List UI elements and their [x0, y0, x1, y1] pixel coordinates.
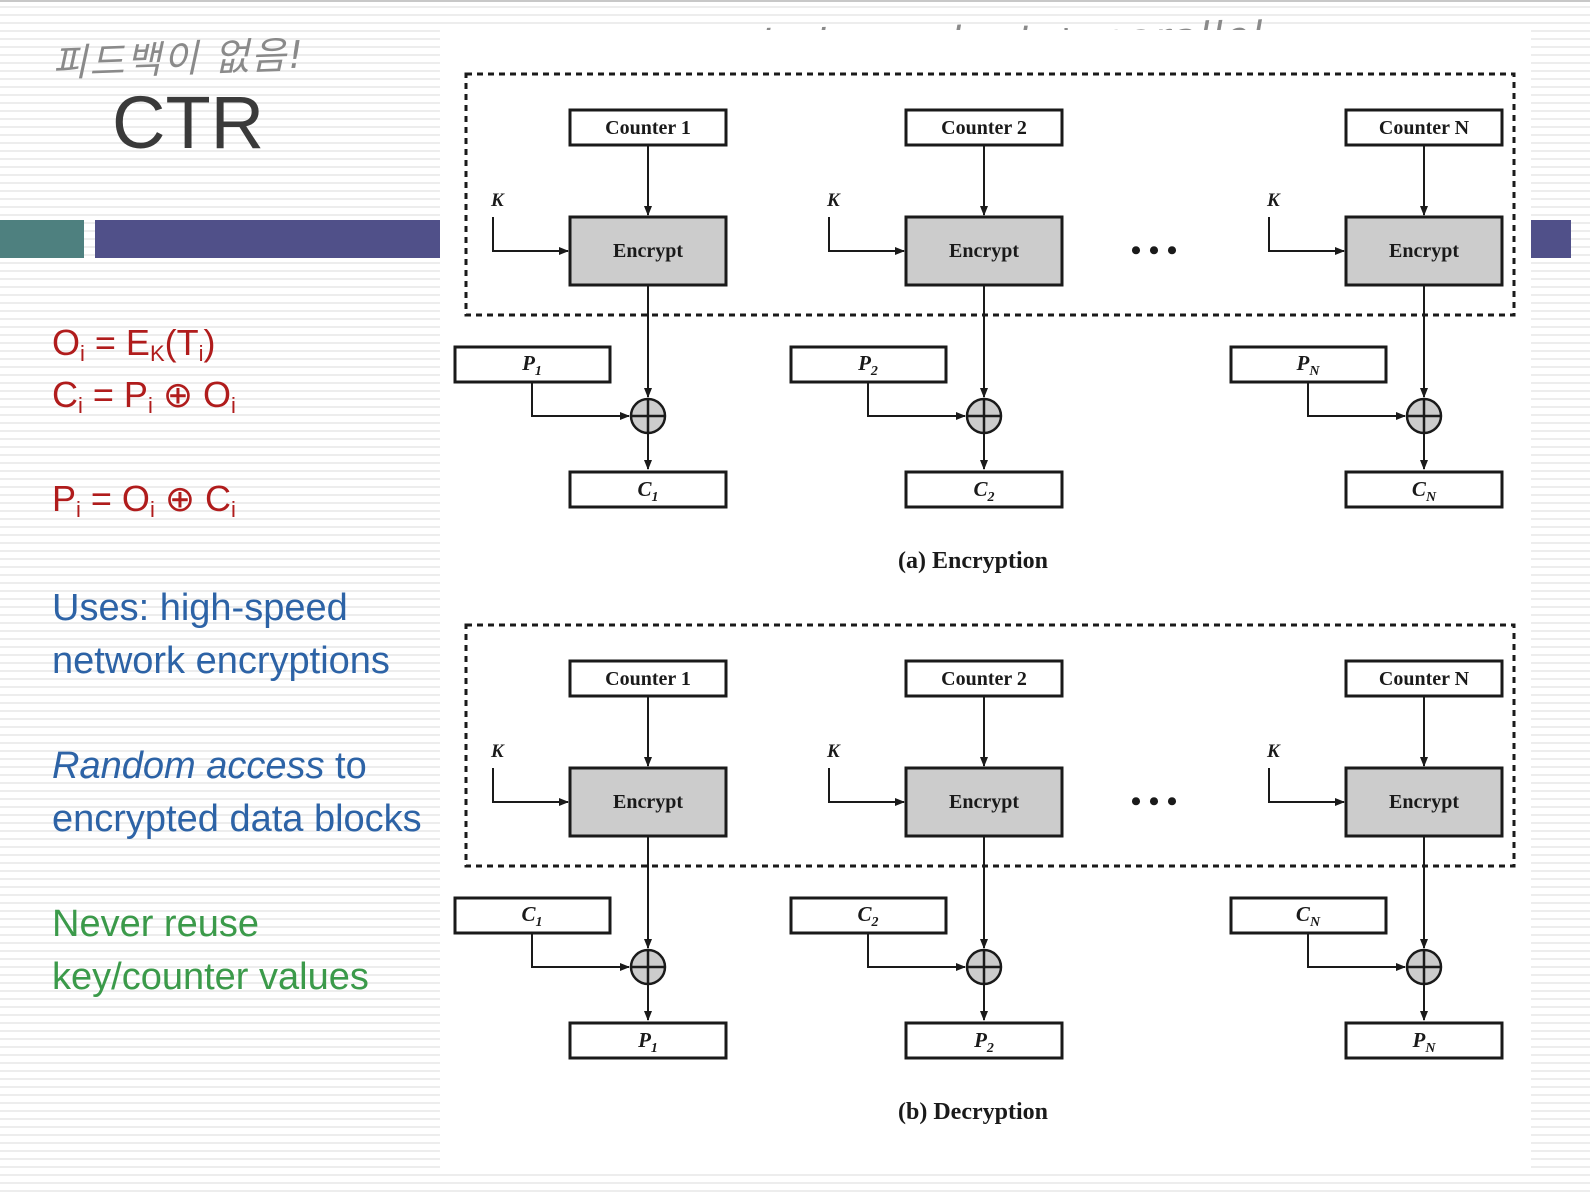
input-to-xor-arrow	[531, 382, 630, 420]
output-box	[904, 470, 1064, 509]
random-access-rest: to	[324, 745, 367, 787]
output-box	[904, 1021, 1064, 1060]
input-label: C1	[521, 902, 542, 930]
input-label: C2	[857, 902, 878, 930]
key-label: K	[1266, 741, 1281, 762]
counter-label: Counter 1	[605, 668, 691, 690]
key-arrow	[1268, 217, 1345, 255]
ellipsis: • • •	[1131, 234, 1178, 267]
formula-plaintext: Pi = Oi ⊕ Ci	[52, 478, 236, 522]
input-label: CN	[1296, 902, 1321, 930]
output-label: P2	[973, 1028, 994, 1056]
counter-label: Counter N	[1379, 668, 1470, 690]
input-box	[453, 345, 612, 384]
handwritten-korean-note: 피드백이 없음!	[51, 32, 306, 86]
key-arrow	[828, 768, 905, 806]
never-reuse-line-2: key/counter values	[52, 956, 369, 998]
decryption-caption: (b) Decryption	[898, 1099, 1048, 1125]
input-box	[453, 896, 612, 935]
never-reuse-note: Never reuse key/counter values	[52, 898, 369, 1004]
encrypt-label: Encrypt	[949, 791, 1019, 813]
counter-label: Counter 2	[941, 117, 1027, 139]
encrypt-block	[904, 215, 1064, 287]
output-box	[568, 470, 728, 509]
random-access-line-2: encrypted data blocks	[52, 798, 422, 840]
input-label: PN	[1296, 351, 1321, 379]
key-label: K	[1266, 190, 1281, 211]
input-to-xor-arrow	[867, 382, 966, 420]
input-to-xor-arrow	[531, 933, 630, 971]
key-label: K	[826, 741, 841, 762]
counter-box	[1344, 108, 1504, 147]
input-to-xor-arrow	[867, 933, 966, 971]
key-arrow	[492, 217, 569, 255]
uses-line-2: network encryptions	[52, 640, 390, 682]
counter-box	[568, 108, 728, 147]
key-label: K	[826, 190, 841, 211]
counter-label: Counter 1	[605, 117, 691, 139]
counter-box	[568, 659, 728, 698]
output-label: C2	[973, 477, 994, 505]
accent-bar-navy	[95, 220, 440, 258]
ellipsis: • • •	[1131, 785, 1178, 818]
input-to-xor-arrow	[1307, 382, 1406, 420]
output-label: P1	[637, 1028, 658, 1056]
decryption-dashed-frame	[464, 623, 1516, 868]
uses-note: Uses: high-speed network encryptions	[52, 582, 390, 688]
encryption-caption: (a) Encryption	[898, 548, 1048, 574]
encrypt-label: Encrypt	[613, 791, 683, 813]
random-access-note: Random access to encrypted data blocks	[52, 740, 422, 846]
encrypt-label: Encrypt	[1389, 791, 1459, 813]
formula-output: Oi = EK(Ti)	[52, 322, 216, 366]
never-reuse-line-1: Never reuse	[52, 903, 259, 945]
output-label: C1	[637, 477, 658, 505]
encrypt-block	[568, 215, 728, 287]
input-label: P2	[857, 351, 878, 379]
encrypt-label: Encrypt	[613, 240, 683, 262]
encryption-dashed-frame	[464, 72, 1516, 317]
counter-box	[1344, 659, 1504, 698]
input-to-xor-arrow	[1307, 933, 1406, 971]
input-box	[789, 345, 948, 384]
formula-ciphertext: Ci = Pi ⊕ Oi	[52, 374, 236, 418]
key-arrow	[492, 768, 569, 806]
output-box	[1344, 470, 1504, 509]
encrypt-block	[1344, 215, 1504, 287]
input-label: P1	[521, 351, 542, 379]
encrypt-label: Encrypt	[1389, 240, 1459, 262]
key-label: K	[490, 741, 505, 762]
output-label: CN	[1412, 477, 1437, 505]
random-access-italic: Random access	[52, 745, 325, 787]
key-arrow	[828, 217, 905, 255]
counter-label: Counter N	[1379, 117, 1470, 139]
output-label: PN	[1412, 1028, 1437, 1056]
key-label: K	[490, 190, 505, 211]
accent-bar-navy-right	[1531, 220, 1571, 258]
top-border	[0, 0, 1590, 2]
uses-line-1: Uses: high-speed	[52, 587, 348, 629]
slide-title: CTR	[112, 81, 265, 164]
counter-label: Counter 2	[941, 668, 1027, 690]
output-box	[568, 1021, 728, 1060]
key-arrow	[1268, 768, 1345, 806]
accent-bar-teal	[0, 220, 84, 258]
decryption-column-3: Counter N Encrypt K CN PN	[1229, 659, 1504, 1060]
output-box	[1344, 1021, 1504, 1060]
encrypt-label: Encrypt	[949, 240, 1019, 262]
encryption-column-3: Counter N Encrypt K PN CN	[1229, 108, 1504, 509]
